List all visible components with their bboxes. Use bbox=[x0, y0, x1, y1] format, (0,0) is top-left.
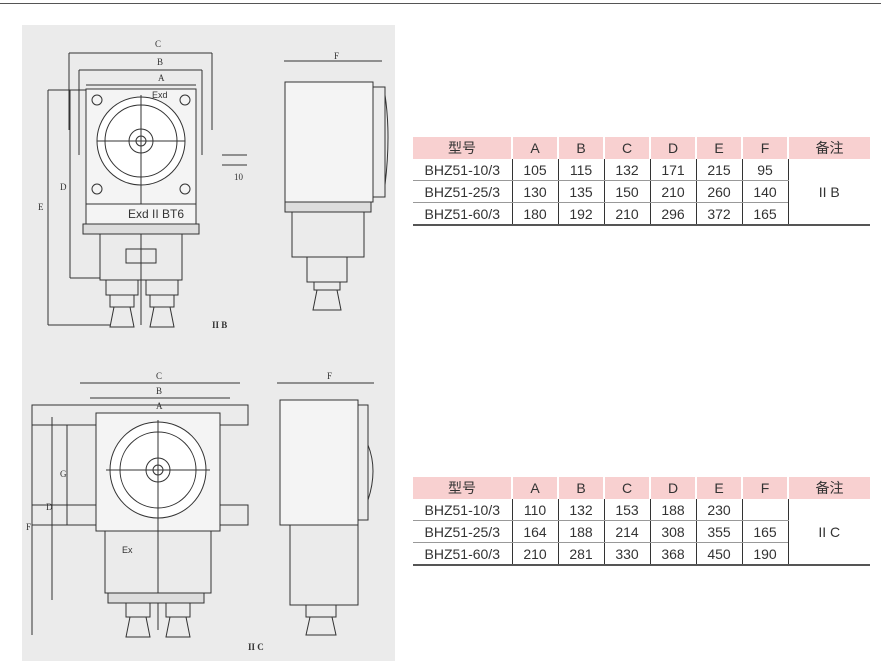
dim-b2-label: B bbox=[156, 386, 162, 396]
cell-note: II C bbox=[787, 499, 870, 566]
cell-model: BHZ51-60/3 bbox=[413, 542, 512, 566]
dim-f-label: F bbox=[334, 51, 339, 61]
side-view-iib: F bbox=[284, 51, 389, 311]
cell: 135 bbox=[557, 180, 604, 203]
cell: 372 bbox=[695, 202, 742, 226]
front-view-iib: C B A Exd Exd II BT6 D E 10 II B bbox=[38, 39, 247, 330]
table-header: 型号 A B C D E F 备注 bbox=[413, 137, 870, 159]
cell: 115 bbox=[557, 159, 604, 181]
cell: 308 bbox=[649, 520, 696, 543]
cell: 450 bbox=[695, 542, 742, 566]
cell: 171 bbox=[649, 159, 696, 181]
group-iic-label: II C bbox=[248, 642, 264, 652]
cell-model: BHZ51-25/3 bbox=[413, 520, 512, 543]
cell: 188 bbox=[557, 520, 604, 543]
dim-10-label: 10 bbox=[234, 172, 244, 182]
table-row: BHZ51-10/3 110 132 153 188 230 II C bbox=[413, 499, 870, 566]
dim-a-label: A bbox=[158, 73, 165, 83]
header-d: D bbox=[649, 137, 696, 159]
cell-model: BHZ51-10/3 bbox=[413, 499, 512, 521]
cell: 132 bbox=[603, 159, 650, 181]
cell: 95 bbox=[741, 159, 788, 181]
table-row: BHZ51-60/3 180 192 210 296 372 165 bbox=[413, 202, 870, 226]
header-model: 型号 bbox=[413, 137, 512, 159]
cell: 192 bbox=[557, 202, 604, 226]
dim-c-label: C bbox=[155, 39, 161, 49]
cell: 296 bbox=[649, 202, 696, 226]
technical-drawings: C B A Exd Exd II BT6 D E 10 II B F C B A… bbox=[26, 39, 389, 652]
dim-e2-label: F bbox=[26, 522, 31, 532]
group-iib-label: II B bbox=[212, 320, 227, 330]
cell: 140 bbox=[741, 180, 788, 203]
header-a: A bbox=[511, 477, 558, 499]
cell: 281 bbox=[557, 542, 604, 566]
table-row: BHZ51-60/3 210 281 330 368 450 190 bbox=[413, 542, 870, 566]
cell: 150 bbox=[603, 180, 650, 203]
dim-e-label: E bbox=[38, 202, 44, 212]
cell: 368 bbox=[649, 542, 696, 566]
ex-label: Ex bbox=[122, 545, 133, 555]
header-e: E bbox=[695, 137, 742, 159]
cell: 165 bbox=[741, 520, 788, 543]
header-note: 备注 bbox=[787, 477, 870, 499]
cell: 355 bbox=[695, 520, 742, 543]
header-d: D bbox=[649, 477, 696, 499]
cell-model: BHZ51-60/3 bbox=[413, 202, 512, 226]
dim-g-label: G bbox=[60, 469, 67, 479]
cell: 132 bbox=[557, 499, 604, 521]
cell: 153 bbox=[603, 499, 650, 521]
header-c: C bbox=[603, 137, 650, 159]
header-e: E bbox=[695, 477, 742, 499]
front-view-iic: C B A G D F Ex II C bbox=[26, 371, 264, 652]
plate-label: Exd II BT6 bbox=[128, 207, 184, 221]
header-a: A bbox=[511, 137, 558, 159]
cell: 110 bbox=[511, 499, 558, 521]
cell: 210 bbox=[511, 542, 558, 566]
table-row: BHZ51-10/3 105 115 132 171 215 95 II B bbox=[413, 159, 870, 226]
table-header: 型号 A B C D E F 备注 bbox=[413, 477, 870, 499]
cell: 214 bbox=[603, 520, 650, 543]
exd-label: Exd bbox=[152, 90, 168, 100]
cell: 260 bbox=[695, 180, 742, 203]
top-rule bbox=[0, 3, 881, 4]
dim-c2-label: C bbox=[156, 371, 162, 381]
cell: 330 bbox=[603, 542, 650, 566]
table-row: BHZ51-25/3 130 135 150 210 260 140 bbox=[413, 180, 870, 203]
cell: 105 bbox=[511, 159, 558, 181]
dim-b-label: B bbox=[157, 57, 163, 67]
cell-model: BHZ51-10/3 bbox=[413, 159, 512, 181]
cell: 130 bbox=[511, 180, 558, 203]
header-f: F bbox=[741, 477, 788, 499]
cell: 230 bbox=[695, 499, 742, 521]
header-model: 型号 bbox=[413, 477, 512, 499]
side-view-iic: F bbox=[277, 371, 374, 636]
cell: 180 bbox=[511, 202, 558, 226]
header-b: B bbox=[557, 477, 604, 499]
header-b: B bbox=[557, 137, 604, 159]
cell: 215 bbox=[695, 159, 742, 181]
cell: 210 bbox=[649, 180, 696, 203]
cell: 164 bbox=[511, 520, 558, 543]
drawing-panel: C B A Exd Exd II BT6 D E 10 II B F C B A… bbox=[22, 25, 395, 661]
dimension-table-iic: 型号 A B C D E F 备注 BHZ51-10/3 110 132 153… bbox=[413, 477, 870, 566]
header-c: C bbox=[603, 477, 650, 499]
header-note: 备注 bbox=[787, 137, 870, 159]
cell bbox=[741, 499, 788, 521]
dim-d-label: D bbox=[60, 182, 67, 192]
cell: 190 bbox=[741, 542, 788, 566]
dim-f2-label: F bbox=[327, 371, 332, 381]
dim-d2-label: D bbox=[46, 502, 53, 512]
dimension-table-iib: 型号 A B C D E F 备注 BHZ51-10/3 105 115 132… bbox=[413, 137, 870, 226]
dim-a2-label: A bbox=[156, 401, 163, 411]
cell-note: II B bbox=[787, 159, 870, 226]
cell-model: BHZ51-25/3 bbox=[413, 180, 512, 203]
cell: 210 bbox=[603, 202, 650, 226]
header-f: F bbox=[741, 137, 788, 159]
cell: 188 bbox=[649, 499, 696, 521]
table-row: BHZ51-25/3 164 188 214 308 355 165 bbox=[413, 520, 870, 543]
cell: 165 bbox=[741, 202, 788, 226]
